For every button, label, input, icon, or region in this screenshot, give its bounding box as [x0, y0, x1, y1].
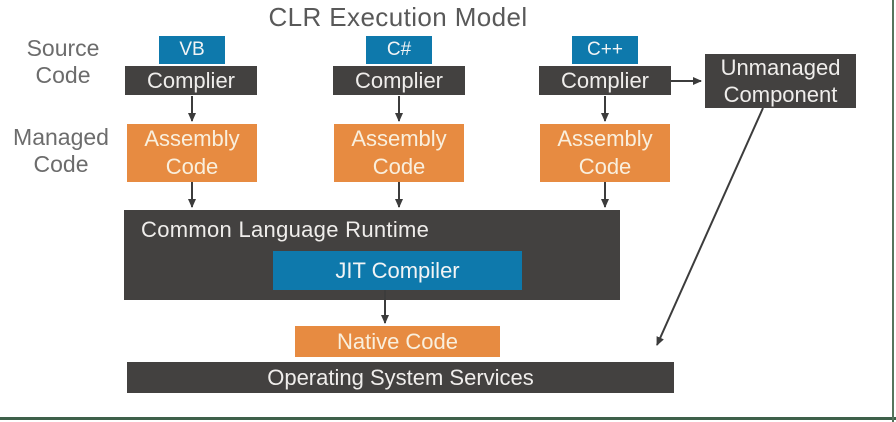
- assembly-code-box-csharp: Assembly Code: [334, 124, 464, 182]
- managed-code-label: Managed Code: [13, 124, 109, 177]
- compiler-box-vb: Complier: [125, 66, 257, 95]
- compiler-box-cpp: Complier: [539, 66, 671, 95]
- common-language-runtime-box: Common Language Runtime JIT Compiler: [124, 210, 620, 300]
- arrow-unmanaged-to-os-services: [656, 107, 764, 346]
- assembly-code-box-vb: Assembly Code: [127, 124, 257, 182]
- compiler-box-csharp: Complier: [333, 66, 465, 95]
- language-box-csharp: C#: [366, 36, 432, 64]
- common-language-runtime-label: Common Language Runtime: [141, 217, 430, 242]
- language-box-vb: VB: [159, 36, 225, 64]
- native-code-box: Native Code: [295, 326, 500, 357]
- unmanaged-component-box: Unmanaged Component: [705, 54, 856, 108]
- assembly-code-box-cpp: Assembly Code: [540, 124, 670, 182]
- jit-compiler-box: JIT Compiler: [273, 251, 522, 290]
- source-code-label: Source Code: [26, 35, 100, 88]
- diagram-title: CLR Execution Model: [268, 2, 528, 32]
- slide-right-border: [892, 0, 894, 422]
- operating-system-services-box: Operating System Services: [127, 362, 674, 393]
- language-box-cpp: C++: [572, 36, 638, 64]
- slide-bottom-border: [0, 417, 896, 420]
